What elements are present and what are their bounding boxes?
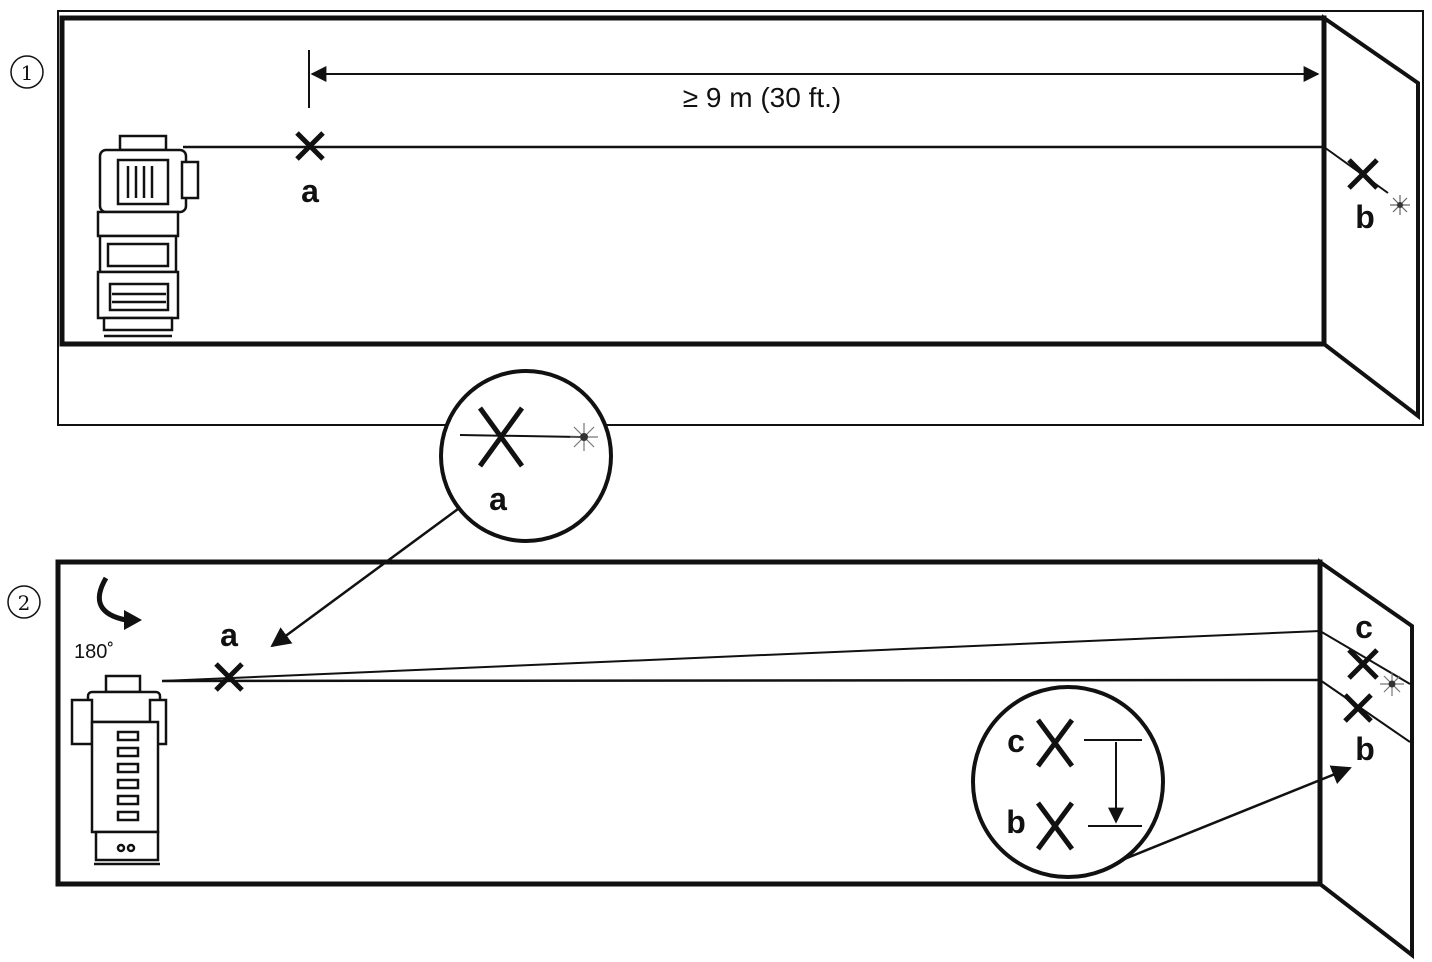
zoom-c-label: c bbox=[1007, 723, 1025, 759]
cross-mark-icon bbox=[1347, 158, 1379, 190]
laser-dot-icon bbox=[1380, 672, 1404, 696]
rotate-arrow-icon bbox=[96, 576, 127, 623]
step-2-panel: 2 180˚ a c b bbox=[7, 558, 1414, 960]
step-2-badge bbox=[7, 585, 41, 619]
step2-point-c-label: c bbox=[1355, 609, 1373, 645]
laser-dot-icon bbox=[570, 423, 598, 451]
room-outline-1 bbox=[57, 10, 1424, 426]
step2-point-a-label: a bbox=[220, 617, 238, 653]
laser-line-lower bbox=[161, 678, 1321, 683]
laser-line-lower-wall bbox=[1319, 679, 1411, 743]
side-wall-1 bbox=[1322, 14, 1420, 421]
side-wall-2 bbox=[1318, 558, 1414, 960]
step-1-badge bbox=[10, 55, 44, 89]
rotate-arrowhead bbox=[124, 610, 142, 630]
point-a-label: a bbox=[301, 173, 319, 209]
zoom-cb-pointer bbox=[1121, 765, 1352, 862]
cross-mark-icon bbox=[214, 662, 244, 692]
laser-level-icon bbox=[96, 134, 200, 338]
laser-dot-icon bbox=[1390, 195, 1410, 215]
zoom-circle-a: a bbox=[439, 369, 613, 543]
back-wall-1 bbox=[59, 15, 1327, 347]
zoom-b-label: b bbox=[1006, 804, 1026, 840]
rotation-label: 180˚ bbox=[74, 641, 114, 663]
laser-line-upper-wall bbox=[1319, 630, 1411, 685]
laser-level-icon bbox=[70, 674, 168, 866]
cross-mark-icon bbox=[1035, 718, 1075, 768]
step-1-panel: 1 ≥ 9 m (30 ft.) a b bbox=[10, 10, 1424, 426]
cross-mark-icon bbox=[1343, 693, 1373, 723]
zoom-a-pointer bbox=[270, 507, 459, 648]
step2-point-b-label: b bbox=[1355, 731, 1375, 767]
zoom-circle-cb: c b bbox=[971, 685, 1165, 879]
cross-mark-icon bbox=[295, 131, 325, 161]
zoom-a-label: a bbox=[489, 481, 507, 517]
cross-mark-icon bbox=[1035, 801, 1075, 851]
point-b-label: b bbox=[1355, 199, 1375, 235]
cross-mark-icon bbox=[1347, 648, 1379, 680]
distance-label: ≥ 9 m (30 ft.) bbox=[683, 82, 842, 113]
step-2-number: 2 bbox=[18, 591, 31, 615]
cross-mark-icon bbox=[477, 406, 525, 468]
step-1-number: 1 bbox=[21, 61, 34, 85]
laser-line-upper bbox=[161, 630, 1321, 682]
